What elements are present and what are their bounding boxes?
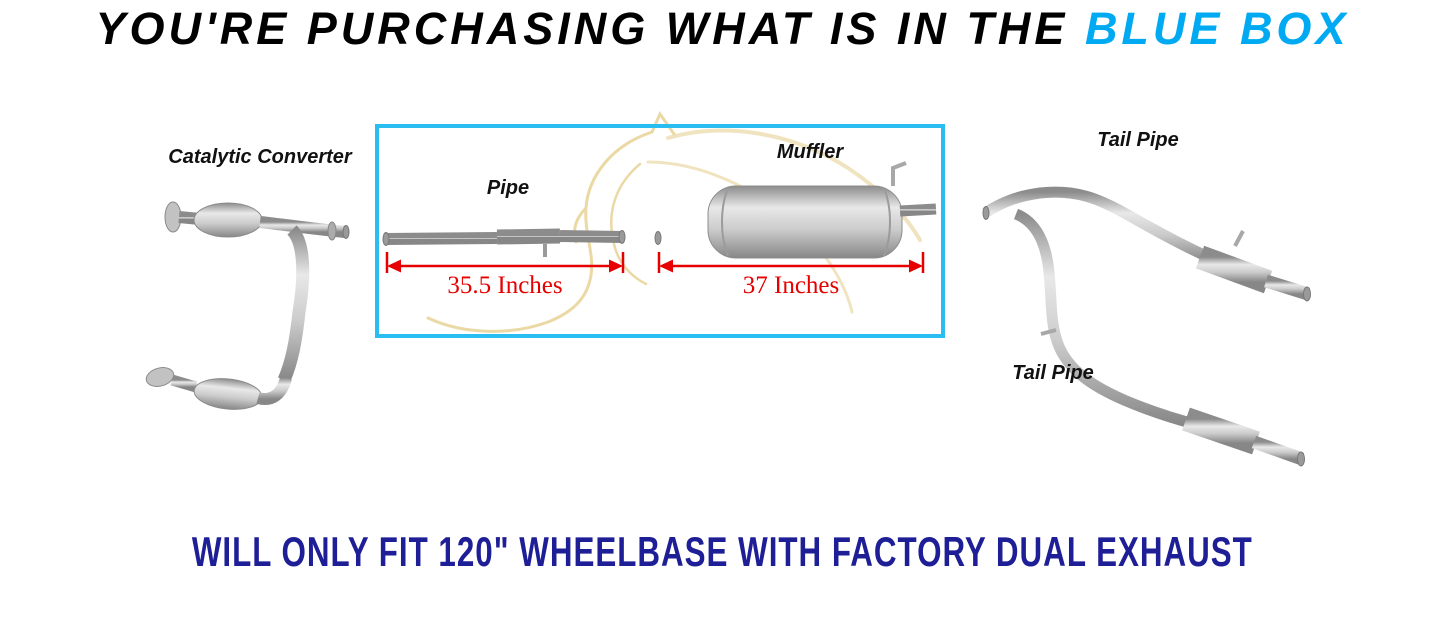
headline-prefix: YOU'RE PURCHASING WHAT IS IN THE	[95, 3, 1085, 54]
pipe-illustration	[382, 228, 626, 257]
footer-text: WILL ONLY FIT 120" WHEELBASE WITH FACTOR…	[192, 528, 1253, 576]
dimension-label-pipe: 35.5 Inches	[447, 272, 563, 299]
label-catalytic-converter: Catalytic Converter	[168, 146, 352, 168]
footer-note: WILL ONLY FIT 120" WHEELBASE WITH FACTOR…	[0, 528, 1445, 575]
label-tail-pipe-top: Tail Pipe	[1097, 129, 1179, 151]
catalytic-converter-illustration	[145, 201, 350, 410]
label-muffler: Muffler	[776, 141, 844, 163]
muffler-illustration	[654, 161, 937, 259]
tail-pipe-top-illustration	[982, 186, 1311, 302]
label-pipe: Pipe	[486, 177, 530, 199]
tail-pipe-bottom-illustration	[1013, 208, 1305, 467]
blue-box	[375, 124, 945, 338]
headline-highlight: BLUE BOX	[1084, 3, 1350, 54]
dimension-lines	[385, 252, 925, 273]
label-tail-pipe-bottom: Tail Pipe	[1012, 362, 1094, 384]
dimension-label-muffler: 37 Inches	[742, 272, 840, 299]
headline: YOU'RE PURCHASING WHAT IS IN THE BLUE BO…	[0, 0, 1445, 58]
